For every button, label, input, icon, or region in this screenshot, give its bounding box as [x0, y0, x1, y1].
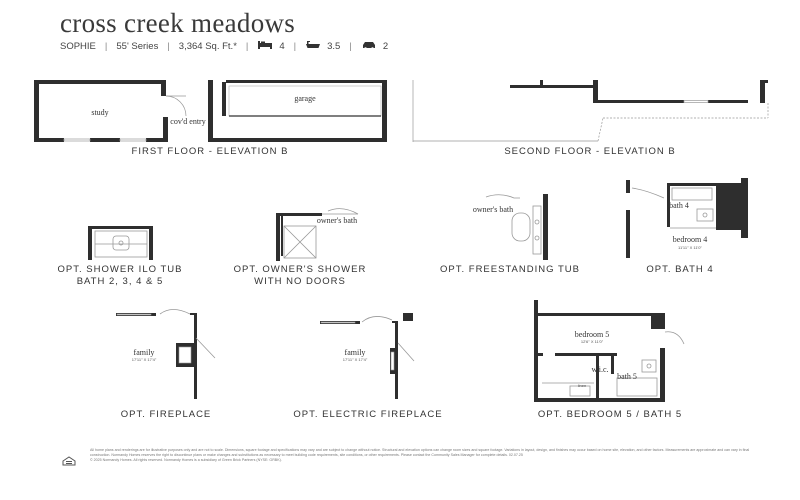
room-label-family-fp: family — [133, 348, 155, 357]
equal-housing-icon — [62, 453, 76, 471]
caption-bedroom5: OPT. BEDROOM 5 / BATH 5 — [537, 409, 683, 420]
disclaimer-line-2: the right to discontinue plans or make c… — [156, 453, 523, 457]
plan-series: 55' Series — [116, 41, 159, 52]
caption-first-floor: FIRST FLOOR - ELEVATION B — [131, 146, 289, 157]
caption-owners-shower-2: WITH NO DOORS — [254, 276, 346, 287]
garage-count: 2 — [382, 41, 389, 52]
room-label-linen: linen — [577, 383, 587, 388]
room-label-bath5: bath 5 — [617, 372, 637, 381]
caption-shower-tub-2: BATH 2, 3, 4 & 5 — [76, 276, 164, 287]
plan-sqft: 3,364 Sq. Ft.* — [178, 41, 237, 52]
room-label-bedroom5: bedroom 5 — [574, 330, 610, 339]
divider: | — [104, 41, 108, 52]
room-label-owners-bath-shower: owner's bath — [316, 216, 358, 225]
room-size-family-fp: 17'11" X 17'4" — [131, 357, 157, 362]
room-label-garage: garage — [294, 94, 316, 103]
caption-second-floor: SECOND FLOOR - ELEVATION B — [504, 146, 676, 157]
caption-freestanding-tub: OPT. FREESTANDING TUB — [440, 264, 580, 275]
bath-icon — [305, 40, 321, 53]
room-label-owners-bath-tub: owner's bath — [472, 205, 514, 214]
bath-count: 3.5 — [327, 41, 341, 52]
divider: | — [167, 41, 170, 52]
plan-name: SOPHIE — [60, 41, 96, 52]
bedroom-count: 4 — [279, 41, 285, 52]
caption-owners-shower-1: OPT. OWNER'S SHOWER — [233, 264, 367, 275]
disclaimer-line-1: All home plans and renderings are for il… — [90, 448, 750, 457]
divider: | — [245, 41, 249, 52]
room-label-bedroom4: bedroom 4 — [672, 235, 708, 244]
caption-electric-fireplace: OPT. ELECTRIC FIREPLACE — [293, 409, 443, 420]
room-label-entry: cov'd entry — [170, 117, 206, 126]
divider: | — [293, 41, 297, 52]
caption-fireplace: OPT. FIREPLACE — [120, 409, 212, 420]
spec-bar: SOPHIE | 55' Series | 3,364 Sq. Ft.* | 4… — [60, 40, 388, 53]
page-title: cross creek meadows — [60, 8, 296, 38]
room-size-bedroom5: 12'6" X 11'0" — [580, 339, 604, 344]
divider: | — [349, 41, 352, 52]
room-label-wic: w.i.c. — [591, 365, 609, 374]
copyright: © 2025 Normandy Homes. All rights reserv… — [90, 458, 282, 462]
room-label-family-efp: family — [344, 348, 366, 357]
car-icon — [361, 40, 377, 53]
caption-shower-tub-1: OPT. SHOWER ILO TUB — [57, 264, 183, 275]
disclaimer: All home plans and renderings are for il… — [90, 448, 750, 463]
bed-icon — [257, 40, 273, 53]
room-label-bath4: bath 4 — [669, 201, 689, 210]
room-label-study: study — [91, 108, 109, 117]
room-size-family-efp: 17'11" X 17'4" — [342, 357, 368, 362]
caption-bath4: OPT. BATH 4 — [646, 264, 714, 275]
room-size-bedroom4: 11'11" X 11'0" — [678, 245, 702, 250]
